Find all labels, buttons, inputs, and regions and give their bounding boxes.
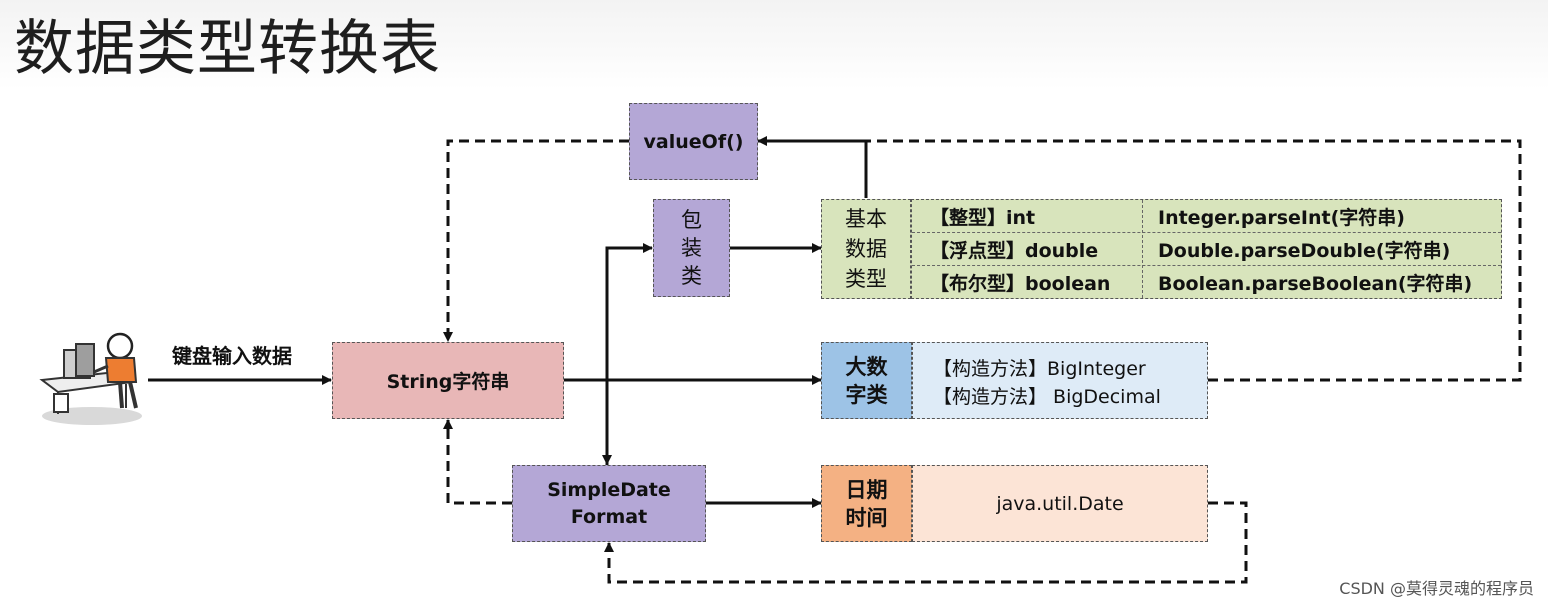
- simpledateformat-box: SimpleDate Format: [512, 465, 706, 542]
- datetime-header-line-1: 日期: [845, 476, 888, 502]
- string-label: String字符串: [386, 371, 510, 393]
- valueof-label: valueOf(): [643, 130, 744, 153]
- person-at-computer-icon: [39, 332, 142, 425]
- arrow-to-wrapper: [605, 243, 653, 466]
- basic-table-row-divider-1: [912, 232, 1501, 233]
- datetime-content: java.util.Date: [912, 465, 1208, 542]
- bignum-content: 【构造方法】BigInteger 【构造方法】 BigDecimal: [912, 342, 1208, 419]
- wrapper-char-3: 类: [681, 264, 702, 288]
- bignum-bigdecimal: 【构造方法】 BigDecimal: [933, 385, 1161, 408]
- dashed-dateformat-to-string: [443, 419, 512, 505]
- basic-method-double: Double.parseDouble(字符串): [1158, 240, 1451, 262]
- datetime-header-line-2: 时间: [845, 504, 888, 530]
- wrapper-class-box: 包 装 类: [653, 199, 730, 297]
- basic-types-header: 基本 数据 类型: [821, 199, 911, 299]
- string-box: String字符串: [332, 342, 564, 419]
- basic-types-header-line-1: 基本: [845, 207, 887, 231]
- simpledateformat-line-1: SimpleDate: [547, 478, 671, 501]
- basic-types-table: 【整型】int Integer.parseInt(字符串) 【浮点型】doubl…: [911, 199, 1502, 299]
- basic-type-boolean: 【布尔型】boolean: [930, 273, 1111, 295]
- watermark: CSDN @莫得灵魂的程序员: [1339, 579, 1534, 598]
- dashed-valueof-to-string: [443, 139, 629, 342]
- bignum-header: 大数 字类: [821, 342, 912, 419]
- bignum-biginteger: 【构造方法】BigInteger: [933, 357, 1146, 380]
- datetime-header: 日期 时间: [821, 465, 912, 542]
- basic-table-col-divider: [1142, 200, 1143, 298]
- basic-method-int: Integer.parseInt(字符串): [1158, 207, 1405, 229]
- bignum-header-line-1: 大数: [845, 353, 888, 379]
- basic-type-int: 【整型】int: [930, 207, 1036, 229]
- arrow-basic-to-valueof: [757, 136, 868, 198]
- keyboard-input-label: 键盘输入数据: [172, 344, 292, 368]
- basic-types-header-line-2: 数据: [845, 237, 887, 261]
- bignum-header-line-2: 字类: [845, 381, 888, 407]
- basic-table-row-divider-2: [912, 265, 1501, 266]
- valueof-box: valueOf(): [629, 103, 758, 180]
- datetime-label: java.util.Date: [996, 492, 1124, 515]
- wrapper-char-1: 包: [681, 208, 702, 232]
- wrapper-char-2: 装: [681, 236, 702, 260]
- dashed-datetime-to-dateformat: [604, 501, 1248, 584]
- simpledateformat-line-2: Format: [570, 505, 648, 528]
- basic-type-double: 【浮点型】double: [930, 240, 1099, 262]
- basic-method-boolean: Boolean.parseBoolean(字符串): [1158, 273, 1473, 295]
- page-title: 数据类型转换表: [14, 14, 441, 84]
- basic-types-header-line-3: 类型: [845, 267, 887, 291]
